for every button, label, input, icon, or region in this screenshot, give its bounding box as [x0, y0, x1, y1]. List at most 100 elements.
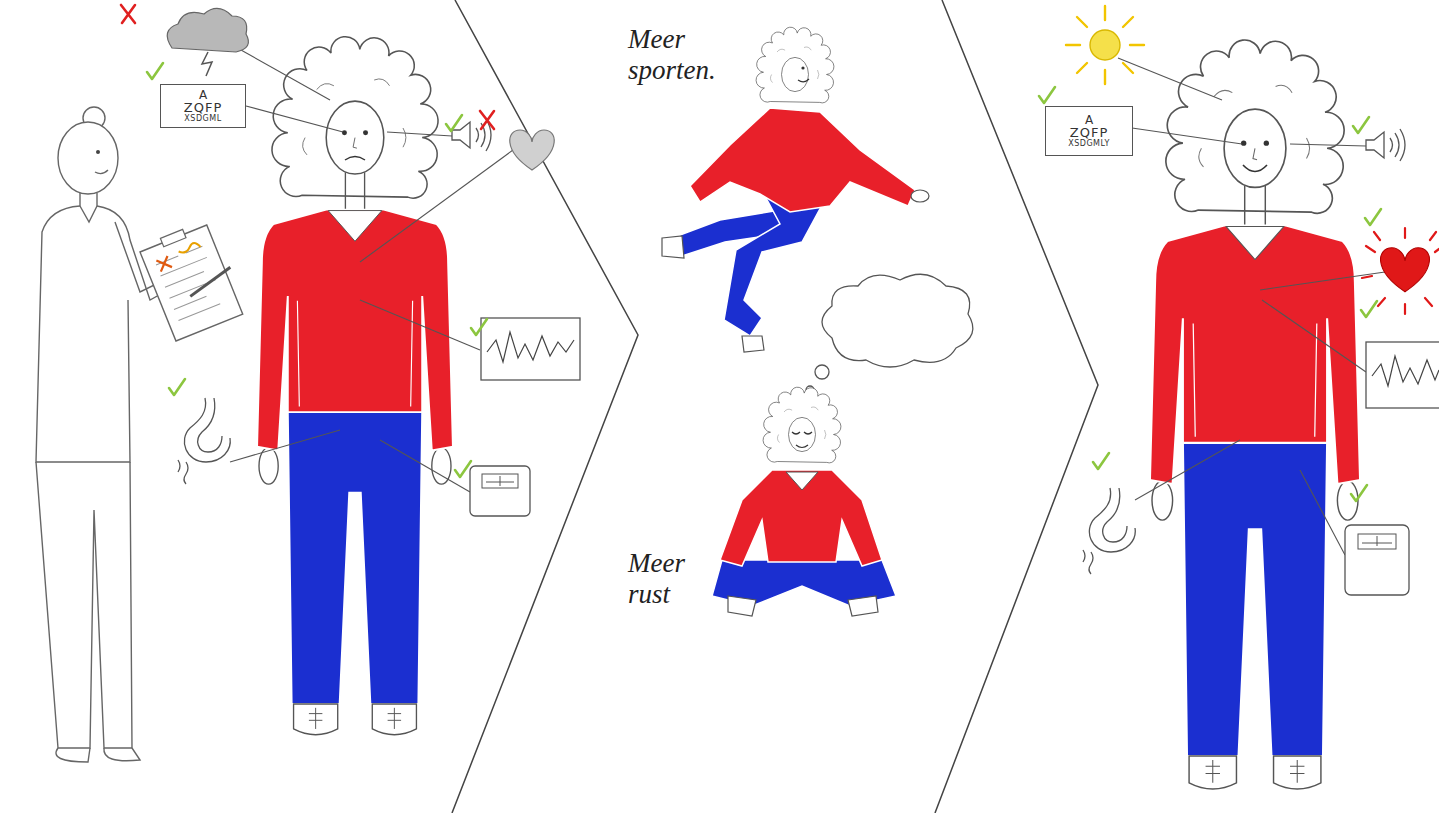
ecg-monitor [1372, 356, 1439, 386]
weighing-scale [1362, 536, 1392, 546]
leader-lines [232, 45, 330, 100]
leader-lines [1135, 440, 1240, 500]
doctor-figure [36, 462, 132, 748]
running-woman [801, 66, 804, 69]
illustration [169, 379, 185, 395]
running-woman [911, 190, 929, 202]
leader-lines [1132, 128, 1242, 144]
running-woman [798, 79, 809, 82]
illustration [1351, 485, 1367, 501]
speaker-symbol [1390, 129, 1405, 161]
stomach-symbol [1083, 550, 1093, 574]
illustration [471, 319, 487, 335]
weighing-scale [470, 466, 530, 516]
illustration [455, 461, 471, 477]
sun-symbol [1066, 6, 1144, 84]
clipboard [140, 225, 243, 341]
clipboard [138, 218, 248, 341]
leader-lines [1262, 300, 1366, 372]
thought-cloud [822, 274, 973, 367]
doctor-figure [36, 107, 195, 762]
stomach-symbol [178, 460, 188, 484]
leader-lines [230, 45, 513, 492]
illustration [121, 5, 135, 23]
sad-mouth [345, 157, 365, 161]
eye-chart: AZQFPXSDGMLY [1045, 106, 1133, 156]
storm-cloud [202, 52, 212, 76]
meditating-woman [720, 470, 882, 566]
weighing-scale [1358, 534, 1396, 549]
chart-letters: A [199, 89, 207, 102]
healthy-heart [1381, 248, 1430, 292]
ecg-monitor [481, 318, 580, 380]
illustration [1039, 87, 1055, 103]
running-woman [756, 27, 834, 103]
activity-label: Meer sporten. [628, 24, 738, 86]
chart-letters: XSDGMLY [1068, 140, 1110, 148]
leader-lines [1118, 58, 1385, 555]
doctor-figure [58, 122, 118, 194]
doctor-figure [36, 206, 130, 462]
storm-cloud [167, 8, 248, 52]
eye-chart: AZQFPXSDGML [160, 84, 246, 128]
ecg-monitor [1366, 342, 1439, 408]
happy-mouth [1243, 165, 1267, 172]
weighing-scale [470, 466, 530, 516]
woman-before [257, 37, 453, 735]
running-woman [662, 236, 764, 352]
meditating-woman [763, 387, 841, 463]
storm-cloud [167, 8, 248, 76]
leader-lines [380, 440, 470, 492]
woman-after [1150, 40, 1360, 789]
stomach-symbol [184, 398, 230, 462]
healthy-heart [1362, 228, 1439, 314]
chart-letters: ZQFP [1070, 126, 1108, 140]
chart-letters: ZQFP [184, 101, 222, 115]
weighing-scale [1345, 525, 1409, 595]
thought-cloud [815, 365, 829, 379]
ecg-monitor [487, 332, 574, 362]
leader-lines [230, 430, 340, 462]
meditating-woman [792, 432, 812, 448]
weighing-scale [486, 476, 514, 486]
clipboard [156, 256, 172, 272]
doctor-figure [80, 193, 97, 206]
leader-lines [1300, 470, 1345, 555]
sun-symbol [1090, 30, 1120, 60]
clipboard [178, 241, 201, 255]
speaker-symbol [1366, 132, 1384, 158]
thought-cloud [806, 274, 973, 394]
healthy-heart [1362, 228, 1439, 314]
leader-lines [246, 106, 343, 132]
leader-lines [1118, 58, 1222, 100]
illustration [1353, 117, 1369, 133]
chevron-separator [452, 0, 638, 813]
running-woman [690, 108, 915, 212]
clipboard [160, 229, 186, 246]
leader-lines [1260, 272, 1385, 290]
chart-letters: A [1085, 114, 1093, 127]
sun-symbol [1066, 6, 1144, 84]
illustration [1093, 453, 1109, 469]
doctor-figure [80, 206, 97, 222]
stomach-symbol [178, 398, 230, 484]
ecg-monitor [481, 318, 580, 380]
speaker-symbol [1366, 129, 1405, 161]
ecg-monitor [1366, 342, 1439, 408]
illustration [480, 111, 494, 129]
clipboard [186, 267, 235, 296]
clipboard [156, 246, 225, 320]
illustration [510, 130, 554, 170]
leader-lines [360, 150, 513, 262]
leader-lines [360, 300, 480, 350]
leader-lines [1290, 144, 1366, 146]
doctor-figure [96, 150, 100, 154]
meditating-woman [786, 472, 818, 490]
weighing-scale [1345, 525, 1409, 595]
meditating-woman [712, 387, 896, 616]
illustration [1365, 209, 1381, 225]
weighing-scale [482, 474, 518, 488]
illustration [1361, 301, 1377, 317]
